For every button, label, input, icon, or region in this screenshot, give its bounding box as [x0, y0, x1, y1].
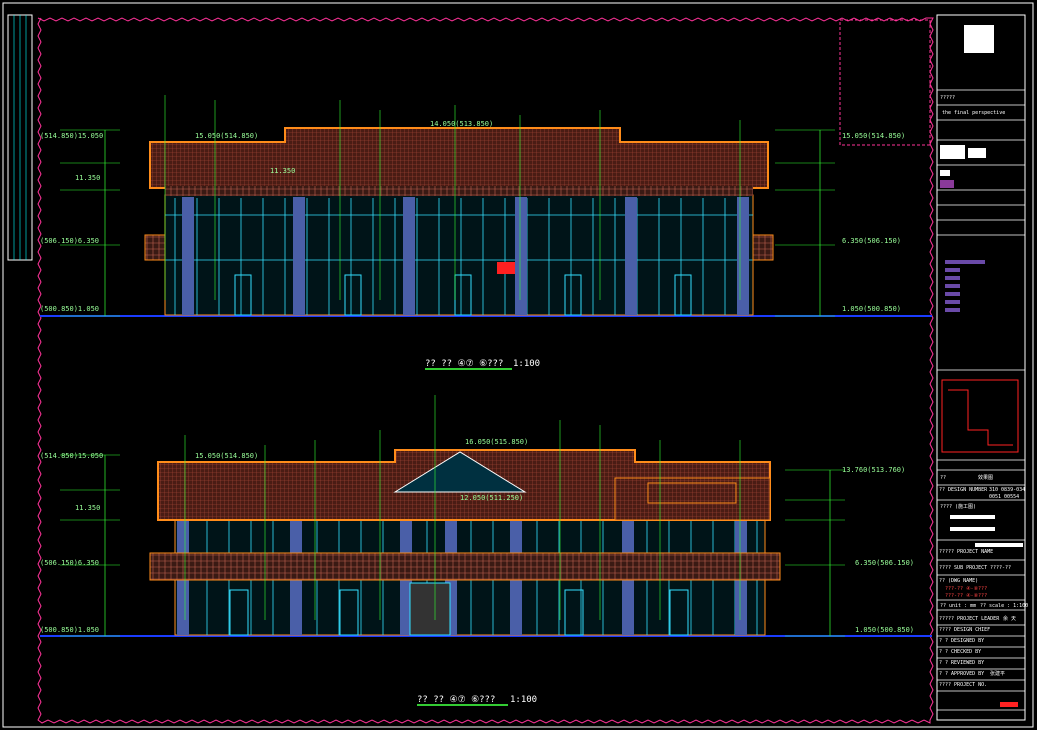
column	[625, 197, 637, 315]
title-block-row-label: ????? PROJECT LEADER	[939, 616, 1000, 622]
title-block-row-label: ???? PROJECT NO.	[939, 682, 987, 688]
left-margin-strip	[7, 14, 33, 261]
roof-label: 15.050(514.850)	[195, 452, 258, 460]
scale: ?? scale : 1:100	[980, 603, 1028, 609]
drawing-name: 效果图	[978, 474, 993, 481]
side-wing	[144, 234, 166, 261]
level-label: (514.850)15.050	[40, 132, 103, 140]
level-label: (500.850)1.050	[40, 305, 99, 313]
level-label: 1.050(500.850)	[855, 626, 914, 634]
level-label: 6.350(506.150)	[842, 237, 901, 245]
roof-extension	[614, 477, 771, 521]
door	[229, 589, 249, 636]
column	[403, 197, 415, 315]
roof-label: 14.050(513.850)	[430, 120, 493, 128]
drawing-no-label: ?? DESIGN NUMBER	[939, 487, 988, 493]
lower-elevation-title: ?? ?? ④⑦ ⑥???	[417, 695, 495, 705]
facade	[164, 194, 754, 316]
level-label: (514.850)15.050	[40, 452, 103, 460]
approver: 张建平	[990, 670, 1005, 677]
level-label: 1.050(500.850)	[842, 305, 901, 313]
notes-box	[839, 19, 931, 146]
dwg-name-label: ?? (DWG NAME)	[939, 578, 978, 584]
upper-elevation	[40, 95, 932, 317]
title-block-row-label: ? ? APPROVED BY	[939, 671, 984, 677]
lower-elevation	[40, 395, 932, 637]
dwg-title-1: ???-?? ④-⑧???	[945, 586, 987, 592]
drawing-border	[37, 17, 934, 724]
title-block-row-label: ? ? DESIGNED BY	[939, 638, 984, 644]
roof-label: 15.050(514.850)	[195, 132, 258, 140]
level-label: 11.350	[75, 174, 100, 182]
door	[234, 274, 252, 316]
roof-label: 12.050(511.250)	[460, 494, 523, 502]
door	[344, 274, 362, 316]
red-sign	[497, 262, 515, 274]
door	[564, 589, 584, 636]
sub-project: ????-??	[990, 565, 1011, 571]
title-block	[936, 14, 1026, 721]
project-leader: 余 天	[1003, 615, 1016, 622]
balcony-railing	[149, 552, 781, 581]
lower-elevation-scale: 1:100	[510, 695, 537, 705]
entrance	[409, 582, 451, 636]
clerestory-window	[647, 482, 737, 504]
title-block-row-label: ? ? CHECKED BY	[939, 649, 981, 655]
level-label: 11.350	[75, 504, 100, 512]
door	[674, 274, 692, 316]
door	[564, 274, 582, 316]
title-block-row-label: ???? DESIGN CHIEF	[939, 627, 990, 633]
project-label: ????? PROJECT NAME	[939, 549, 993, 555]
logo	[964, 25, 994, 53]
drawing-no: 310 0839-034	[989, 487, 1025, 493]
gable	[393, 451, 527, 493]
column	[737, 197, 749, 315]
side-wing	[752, 234, 774, 261]
level-label: 15.050(514.850)	[842, 132, 905, 140]
roof-label: 16.050(515.850)	[465, 438, 528, 446]
dwg-title-2: ???-?? ④-⑧???	[945, 593, 987, 599]
door	[669, 589, 689, 636]
level-label: 13.760(513.760)	[842, 466, 905, 474]
company-name: ?????	[940, 95, 955, 101]
company-name-en: the final perspective	[942, 110, 1005, 116]
level-label: (500.850)1.050	[40, 626, 99, 634]
roof-label: 11.350	[270, 167, 295, 175]
level-label: (506.150)6.350	[40, 559, 99, 567]
level-label: (506.150)6.350	[40, 237, 99, 245]
upper-elevation-scale: 1:100	[513, 359, 540, 369]
sub-project-label: ???? SUB PROJECT	[939, 565, 987, 571]
cert-no: 0051 00554	[989, 494, 1019, 500]
key-plan	[941, 379, 1019, 453]
upper-elevation-title: ?? ?? ④⑦ ⑥???	[425, 359, 503, 369]
drawing-name-label: ??	[940, 475, 946, 481]
unit: ?? unit : mm	[940, 603, 976, 609]
title-block-row-label: ? ? REVIEWED BY	[939, 660, 984, 666]
column	[182, 197, 194, 315]
level-label: 6.350(506.150)	[855, 559, 914, 567]
door	[339, 589, 359, 636]
column	[293, 197, 305, 315]
column	[515, 197, 527, 315]
eave-band	[165, 186, 753, 196]
stage: ???? (施工图)	[940, 503, 976, 510]
